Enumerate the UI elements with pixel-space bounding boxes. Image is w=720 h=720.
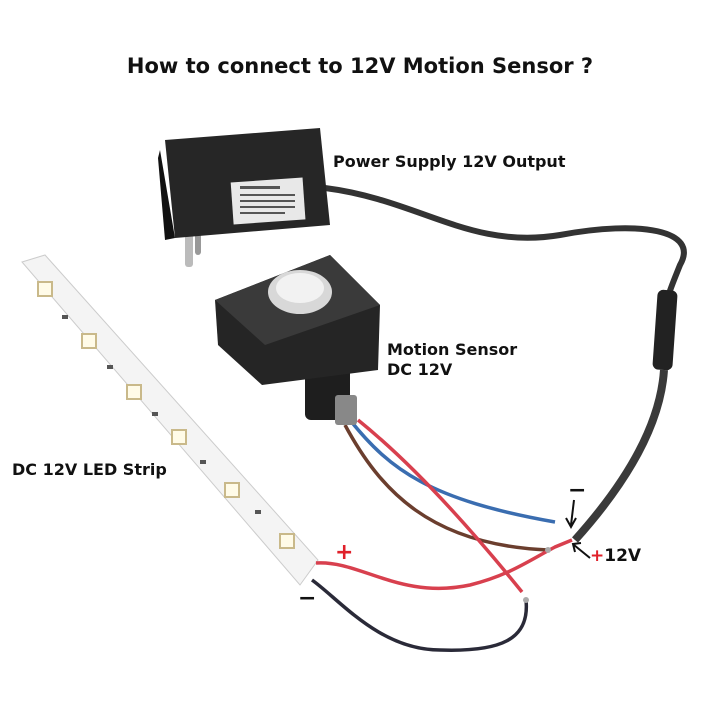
power-supply-label: Power Supply 12V Output (333, 152, 566, 171)
supply-plus-label: +12V (590, 546, 641, 566)
strip-plus-label: + (335, 540, 354, 565)
motion-sensor-label: Motion Sensor DC 12V (387, 340, 517, 380)
wire-brown (343, 424, 549, 552)
motion-sensor (215, 255, 380, 425)
led-strip (21, 254, 319, 586)
arrow-minus (565, 499, 577, 530)
wire-blue (348, 418, 556, 524)
plus-sign: + (590, 546, 605, 566)
wire-red-strip (315, 538, 573, 591)
page-title: How to connect to 12V Motion Sensor ? (126, 54, 594, 78)
plus-voltage: 12V (604, 546, 642, 566)
strip-minus-label: − (298, 586, 317, 611)
motion-sensor-label-line2: DC 12V (387, 360, 453, 379)
power-cord (324, 185, 687, 321)
led-strip-label: DC 12V LED Strip (12, 460, 167, 479)
dc-connector (652, 289, 678, 371)
motion-sensor-label-line1: Motion Sensor (387, 340, 518, 359)
power-cord-lower (572, 369, 668, 543)
wire-red-sensor (356, 418, 524, 594)
wire-black-strip (310, 578, 529, 652)
supply-minus-label: − (568, 478, 587, 503)
power-adapter (158, 128, 330, 267)
arrow-plus (571, 542, 591, 559)
